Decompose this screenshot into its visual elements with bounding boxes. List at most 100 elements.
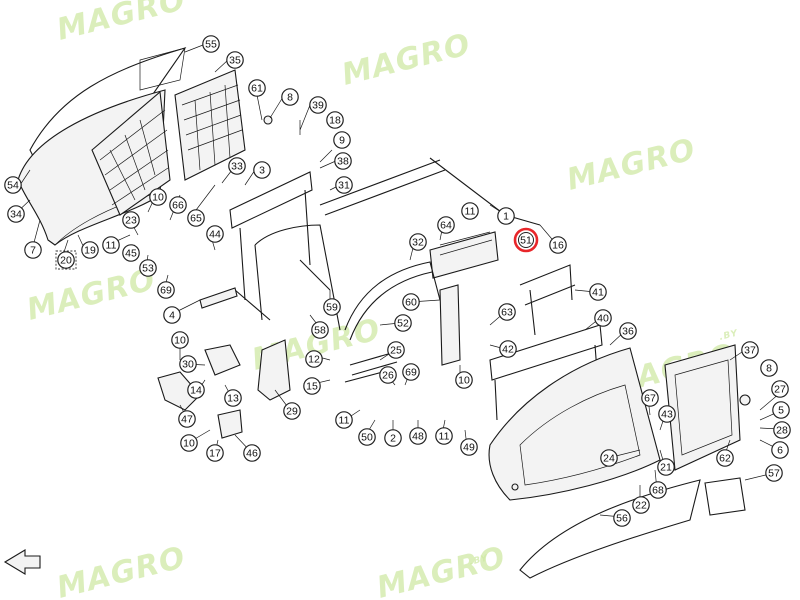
callout-63[interactable]: 63 (498, 303, 516, 321)
callout-59[interactable]: 59 (323, 298, 341, 316)
callout-69[interactable]: 69 (157, 281, 175, 299)
callout-60[interactable]: 60 (402, 293, 420, 311)
callout-10[interactable]: 10 (149, 188, 167, 206)
callout-18[interactable]: 18 (326, 111, 344, 129)
callout-46[interactable]: 46 (243, 444, 261, 462)
callout-label: 32 (412, 237, 424, 249)
callout-4[interactable]: 4 (163, 306, 181, 324)
callout-label: 52 (397, 318, 409, 330)
callout-62[interactable]: 62 (716, 449, 734, 467)
callout-24[interactable]: 24 (600, 449, 618, 467)
callout-56[interactable]: 56 (613, 509, 631, 527)
callout-7[interactable]: 7 (24, 241, 42, 259)
callout-36[interactable]: 36 (619, 322, 637, 340)
callout-circle (549, 236, 567, 254)
callout-8[interactable]: 8 (760, 359, 778, 377)
callout-1[interactable]: 1 (497, 207, 515, 225)
callout-3[interactable]: 3 (253, 161, 271, 179)
callout-44[interactable]: 44 (206, 225, 224, 243)
callout-42[interactable]: 42 (499, 340, 517, 358)
callout-48[interactable]: 48 (409, 427, 427, 445)
callout-10[interactable]: 10 (180, 434, 198, 452)
callout-11[interactable]: 11 (102, 236, 120, 254)
callout-35[interactable]: 35 (226, 51, 244, 69)
callout-circle (333, 131, 351, 149)
callout-13[interactable]: 13 (224, 389, 242, 407)
watermark-logo: MAGRO (338, 27, 474, 93)
callout-circle (409, 233, 427, 251)
callout-58[interactable]: 58 (311, 321, 329, 339)
callout-15[interactable]: 15 (303, 377, 321, 395)
callout-circle (224, 389, 242, 407)
callout-circle (394, 314, 412, 332)
callout-circle (613, 509, 631, 527)
callout-65[interactable]: 65 (187, 209, 205, 227)
callout-16[interactable]: 16 (549, 236, 567, 254)
callout-22[interactable]: 22 (632, 496, 650, 514)
callout-38[interactable]: 38 (334, 152, 352, 170)
callout-label: 21 (660, 462, 672, 474)
callout-30[interactable]: 30 (179, 355, 197, 373)
callout-66[interactable]: 66 (169, 196, 187, 214)
callout-34[interactable]: 34 (7, 205, 25, 223)
callout-49[interactable]: 49 (460, 438, 478, 456)
callout-circle (149, 188, 167, 206)
callout-circle (773, 421, 791, 439)
callout-10[interactable]: 10 (171, 331, 189, 349)
callout-29[interactable]: 29 (283, 402, 301, 420)
callout-41[interactable]: 41 (589, 283, 607, 301)
callout-69[interactable]: 69 (402, 363, 420, 381)
callout-11[interactable]: 11 (335, 411, 353, 429)
callout-53[interactable]: 53 (139, 259, 157, 277)
callout-label: 63 (501, 307, 513, 319)
callout-23[interactable]: 23 (122, 211, 140, 229)
callout-51-selected[interactable]: 51 (513, 227, 539, 253)
callout-circle (658, 405, 676, 423)
callout-circle (253, 161, 271, 179)
callout-61[interactable]: 61 (248, 79, 266, 97)
callout-17[interactable]: 17 (206, 444, 224, 462)
callout-label: 16 (552, 240, 564, 252)
callout-68[interactable]: 68 (649, 481, 667, 499)
callout-45[interactable]: 45 (122, 244, 140, 262)
callout-21[interactable]: 21 (657, 458, 675, 476)
callout-circle (335, 176, 353, 194)
callout-32[interactable]: 32 (409, 233, 427, 251)
callout-20[interactable]: 20 (55, 250, 77, 270)
callout-11[interactable]: 11 (435, 427, 453, 445)
callout-33[interactable]: 33 (228, 157, 246, 175)
callout-55[interactable]: 55 (202, 35, 220, 53)
callout-12[interactable]: 12 (305, 350, 323, 368)
watermark-logo: MAGRO (53, 540, 189, 600)
callout-circle (657, 458, 675, 476)
callout-28[interactable]: 28 (773, 421, 791, 439)
callout-5[interactable]: 5 (772, 401, 790, 419)
callout-circle (435, 427, 453, 445)
callout-25[interactable]: 25 (387, 341, 405, 359)
callout-9[interactable]: 9 (333, 131, 351, 149)
callout-39[interactable]: 39 (309, 96, 327, 114)
callout-6[interactable]: 6 (771, 441, 789, 459)
callout-47[interactable]: 47 (178, 410, 196, 428)
callout-40[interactable]: 40 (594, 309, 612, 327)
callout-50[interactable]: 50 (358, 428, 376, 446)
callout-11[interactable]: 11 (461, 202, 479, 220)
callout-circle (163, 306, 181, 324)
callout-54[interactable]: 54 (4, 176, 22, 194)
callout-26[interactable]: 26 (379, 366, 397, 384)
callout-14[interactable]: 14 (187, 381, 205, 399)
callout-64[interactable]: 64 (437, 216, 455, 234)
callout-2[interactable]: 2 (384, 429, 402, 447)
callout-52[interactable]: 52 (394, 314, 412, 332)
callout-31[interactable]: 31 (335, 176, 353, 194)
callout-8[interactable]: 8 (281, 88, 299, 106)
callout-57[interactable]: 57 (765, 464, 783, 482)
callout-27[interactable]: 27 (771, 380, 789, 398)
callout-10[interactable]: 10 (455, 371, 473, 389)
callout-67[interactable]: 67 (641, 389, 659, 407)
callout-19[interactable]: 19 (81, 241, 99, 259)
callout-43[interactable]: 43 (658, 405, 676, 423)
callout-37[interactable]: 37 (741, 341, 759, 359)
callout-circle (323, 298, 341, 316)
